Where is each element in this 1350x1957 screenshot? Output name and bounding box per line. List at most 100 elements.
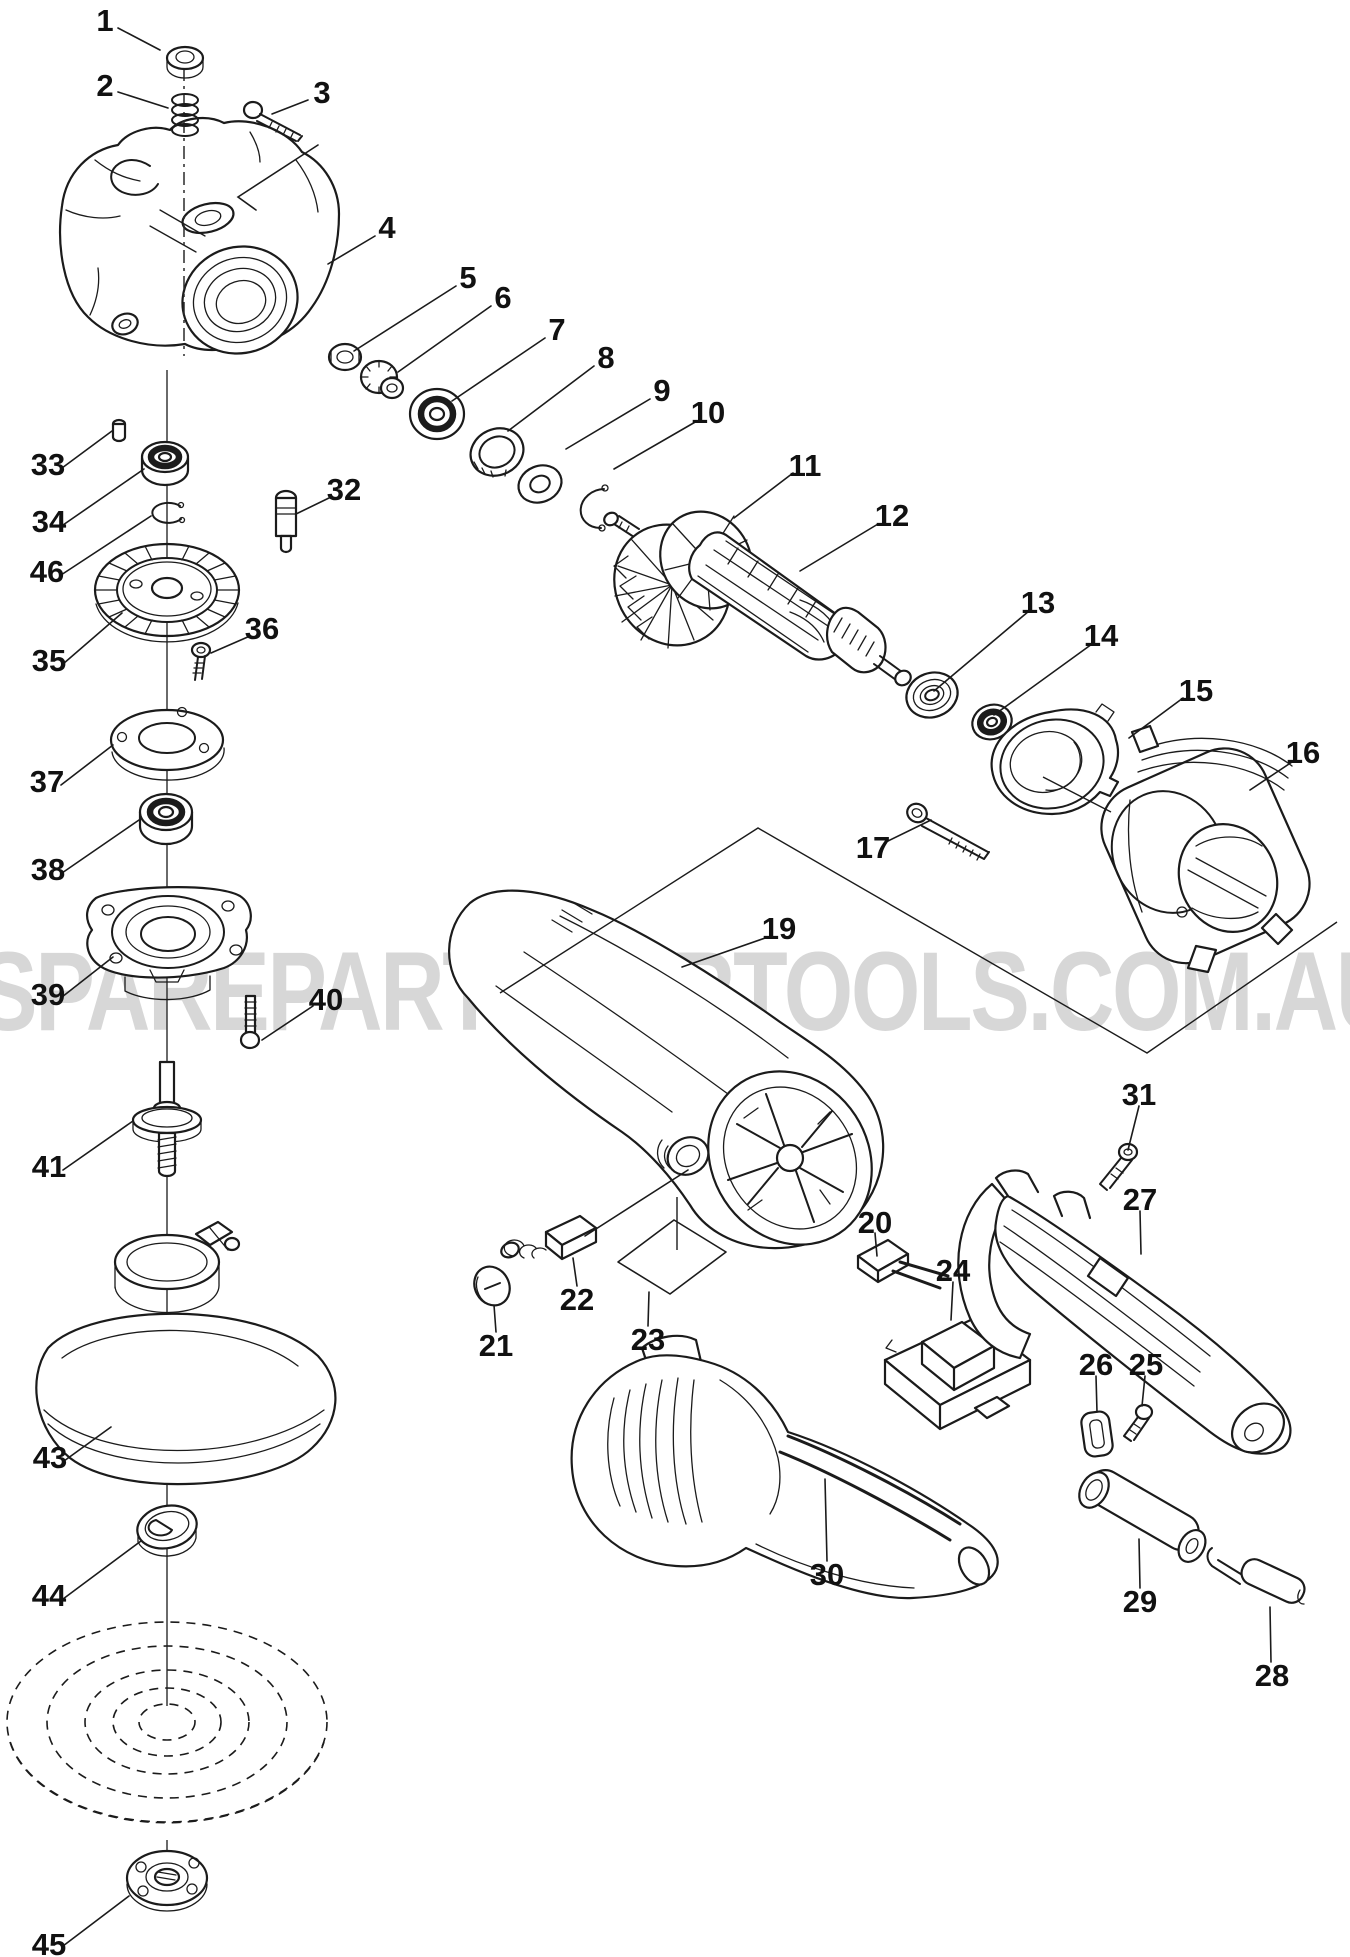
leader-line-45 — [62, 1895, 130, 1947]
leader-line-2 — [117, 91, 169, 109]
part-number-10: 10 — [691, 395, 725, 430]
part-20-connector — [856, 1238, 950, 1290]
part-number-34: 34 — [32, 504, 67, 539]
part-number-13: 13 — [1021, 585, 1055, 620]
leader-line-14 — [993, 643, 1093, 716]
part-number-19: 19 — [762, 911, 796, 946]
guide-line-0 — [499, 827, 1338, 1054]
leader-line-28 — [1269, 1606, 1272, 1663]
leader-line-19 — [681, 936, 769, 968]
part-14-ball-bearing — [971, 703, 1013, 741]
part-34-ball-bearing — [140, 440, 190, 487]
part-38-ball-bearing — [138, 792, 194, 846]
part-number-9: 9 — [653, 373, 670, 408]
leader-line-43 — [63, 1426, 112, 1462]
leader-line-3 — [236, 144, 319, 211]
leader-line-25 — [1141, 1375, 1146, 1407]
leader-line-26 — [1095, 1375, 1098, 1413]
part-number-36: 36 — [245, 611, 279, 646]
part-41-spindle — [131, 1060, 203, 1178]
leader-line-32 — [295, 496, 332, 515]
part-number-7: 7 — [548, 312, 565, 347]
part-43-wheel-guard — [35, 1220, 337, 1486]
part-number-41: 41 — [32, 1149, 66, 1184]
part-29-side-grip — [1078, 1469, 1207, 1563]
part-15-baffle-plate — [990, 703, 1120, 816]
leader-line-37 — [60, 744, 114, 786]
part-33-pin — [111, 418, 127, 443]
part-number-15: 15 — [1179, 673, 1213, 708]
part-number-12: 12 — [875, 498, 909, 533]
part-8-seal-ring — [469, 427, 525, 478]
leader-line-7 — [451, 337, 546, 402]
leader-line-3 — [271, 99, 309, 115]
leader-line-1 — [117, 27, 161, 51]
part-number-8: 8 — [597, 340, 614, 375]
part-number-21: 21 — [479, 1328, 513, 1363]
leader-line-8 — [507, 365, 595, 432]
leader-line-27 — [1139, 1210, 1142, 1255]
part-28-cord-guard — [1206, 1547, 1306, 1605]
part-number-24: 24 — [936, 1253, 971, 1288]
part-32-shaft-lock-pin — [274, 489, 298, 554]
part-number-40: 40 — [309, 982, 343, 1017]
part-10-retaining-ring — [579, 484, 609, 532]
leader-line-22 — [572, 1257, 578, 1287]
part-19-motor-housing — [448, 889, 885, 1250]
part-number-16: 16 — [1286, 735, 1320, 770]
part-3-screw — [242, 100, 303, 142]
grinding-wheel-dashed — [6, 1621, 328, 1824]
part-number-37: 37 — [30, 764, 64, 799]
part-40-screw — [239, 994, 261, 1050]
part-13-insulation-washer — [905, 671, 959, 719]
part-number-26: 26 — [1079, 1347, 1113, 1382]
part-46-snap-ring — [151, 501, 186, 524]
part-number-44: 44 — [32, 1578, 67, 1613]
part-number-23: 23 — [631, 1322, 665, 1357]
part-number-45: 45 — [32, 1927, 66, 1957]
leader-line-16 — [1249, 761, 1293, 791]
leader-line-6 — [397, 305, 492, 373]
part-12-armature — [603, 510, 912, 687]
leader-line-22 — [584, 1169, 689, 1237]
part-35-spiral-bevel-gear — [93, 542, 241, 643]
part-22-carbon-brush — [500, 1214, 598, 1261]
leader-line-35 — [62, 612, 123, 665]
part-7-ball-bearing — [408, 387, 466, 441]
leader-line-29 — [1138, 1538, 1141, 1589]
part-21-brush-cap — [473, 1265, 511, 1307]
leader-line-20 — [874, 1232, 878, 1257]
part-number-25: 25 — [1129, 1347, 1163, 1382]
leader-line-12 — [799, 523, 879, 572]
part-9-flat-washer — [517, 464, 563, 504]
part-30-handle-cover — [570, 1334, 999, 1600]
leader-line-23 — [647, 1291, 650, 1327]
leader-line-30 — [824, 1478, 828, 1562]
leader-line-33 — [61, 430, 113, 469]
part-number-5: 5 — [459, 260, 476, 295]
part-number-27: 27 — [1123, 1182, 1157, 1217]
leader-line-39 — [61, 956, 114, 998]
part-number-2: 2 — [96, 68, 113, 103]
leader-line-40 — [261, 1005, 314, 1041]
part-number-30: 30 — [810, 1557, 844, 1592]
part-39-bearing-box — [86, 886, 252, 1001]
part-number-11: 11 — [789, 448, 822, 483]
part-36-screw — [190, 641, 212, 681]
part-2-compression-spring — [171, 93, 199, 137]
leader-line-10 — [613, 420, 698, 470]
leader-line-15 — [1128, 697, 1184, 739]
part-number-38: 38 — [31, 852, 65, 887]
part-25-screw — [1123, 1403, 1154, 1442]
leader-line-17 — [887, 819, 932, 842]
part-26-plate — [1080, 1410, 1114, 1458]
part-4-gear-housing — [59, 116, 341, 355]
leader-line-21 — [493, 1304, 497, 1333]
leader-line-31 — [1127, 1105, 1140, 1151]
part-number-28: 28 — [1255, 1658, 1289, 1693]
part-number-32: 32 — [327, 472, 361, 507]
leader-line-38 — [61, 819, 140, 874]
part-number-6: 6 — [494, 280, 511, 315]
